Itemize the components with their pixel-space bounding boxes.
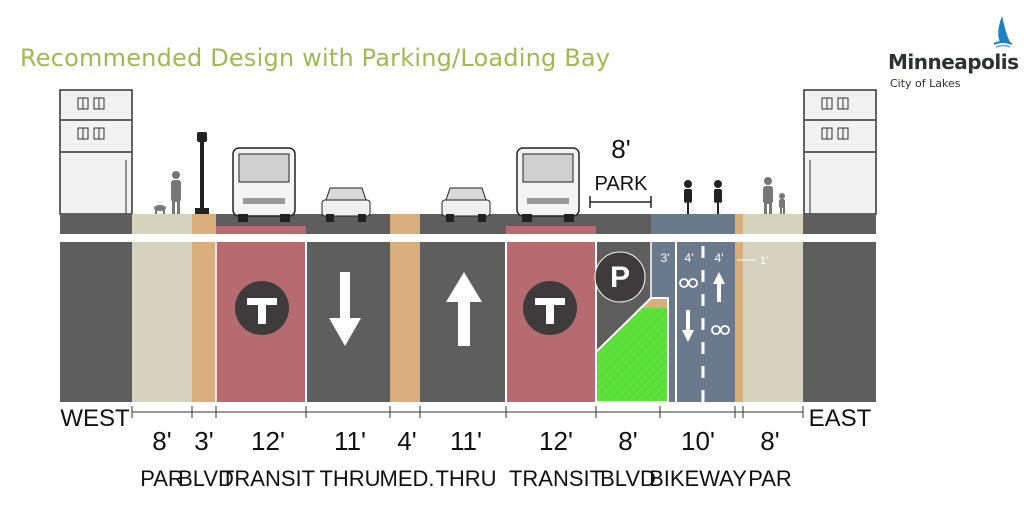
bikeway-edge-dim: 1' <box>760 255 768 267</box>
bike-arrow-up-icon <box>713 272 725 302</box>
segment-width: 8' <box>618 426 637 456</box>
transit-icon <box>523 281 577 335</box>
cyclist-icon <box>712 180 724 214</box>
east-label: EAST <box>809 405 872 432</box>
arrow-down-icon <box>329 272 361 346</box>
segment-name: MED. <box>380 466 435 491</box>
car-icon <box>321 187 371 222</box>
segment-name: PAR <box>748 466 792 491</box>
bikeway-lane-b-dim: 4' <box>715 251 724 265</box>
bikeway-lane-a-dim: 4' <box>685 251 694 265</box>
page-title: Recommended Design with Parking/Loading … <box>20 44 611 72</box>
segment-name: BLVD <box>178 466 234 491</box>
segment-width: 3' <box>194 426 213 456</box>
segment-width: 12' <box>539 426 573 456</box>
bikeway-buffer-dim: 3' <box>661 251 670 265</box>
car-icon <box>441 187 491 222</box>
segment-width: 11' <box>334 426 366 456</box>
segment-width: 11' <box>450 426 482 456</box>
plan-view: P 3' 4' 4' 1' <box>60 242 876 403</box>
segment-name: BIKEWAY <box>649 466 747 491</box>
park-width-label: 8' <box>611 134 630 164</box>
segment-width: 4' <box>397 426 416 456</box>
median <box>390 242 420 402</box>
segment-name: PAR <box>140 466 184 491</box>
logo-name: Minneapolis <box>888 50 1019 74</box>
park-dimension-callout: 8' PARK <box>589 134 652 208</box>
elevation-strip <box>60 214 876 242</box>
segment-width: 10' <box>681 426 715 456</box>
east-building <box>803 89 877 215</box>
bus-icon <box>516 147 580 222</box>
street-lamp-icon <box>195 132 209 214</box>
segment-labels: 8' PAR 3' BLVD 12' TRANSIT 11' THRU 4' M… <box>140 426 792 491</box>
segment-name: TRANSIT <box>221 466 315 491</box>
segment-name: THRU <box>435 466 496 491</box>
parking-sign-label: P <box>610 261 630 294</box>
park-name-label: PARK <box>595 173 649 195</box>
arrow-up-icon <box>446 272 482 346</box>
pedestrian-with-dog-icon <box>154 171 181 214</box>
segment-name: TRANSIT <box>509 466 603 491</box>
pedestrian-with-child-icon <box>763 177 785 214</box>
segment-name: BLVD <box>600 466 656 491</box>
segment-name: THRU <box>319 466 380 491</box>
transit-icon <box>235 281 289 335</box>
segment-width: 8' <box>152 426 171 456</box>
west-label: WEST <box>60 405 130 432</box>
west-building <box>59 89 133 215</box>
cyclist-icon <box>682 180 694 214</box>
logo-tagline: City of Lakes <box>890 77 961 90</box>
minneapolis-logo: Minneapolis City of Lakes <box>886 14 1019 94</box>
segment-width: 8' <box>760 426 779 456</box>
sail-logo-icon <box>993 16 1013 48</box>
bus-icon <box>232 147 296 222</box>
bike-symbol-icon <box>679 278 730 335</box>
dimension-line <box>131 406 804 418</box>
segment-width: 12' <box>251 426 285 456</box>
parking-icon: P <box>594 251 646 303</box>
bike-arrow-down-icon <box>682 310 694 342</box>
